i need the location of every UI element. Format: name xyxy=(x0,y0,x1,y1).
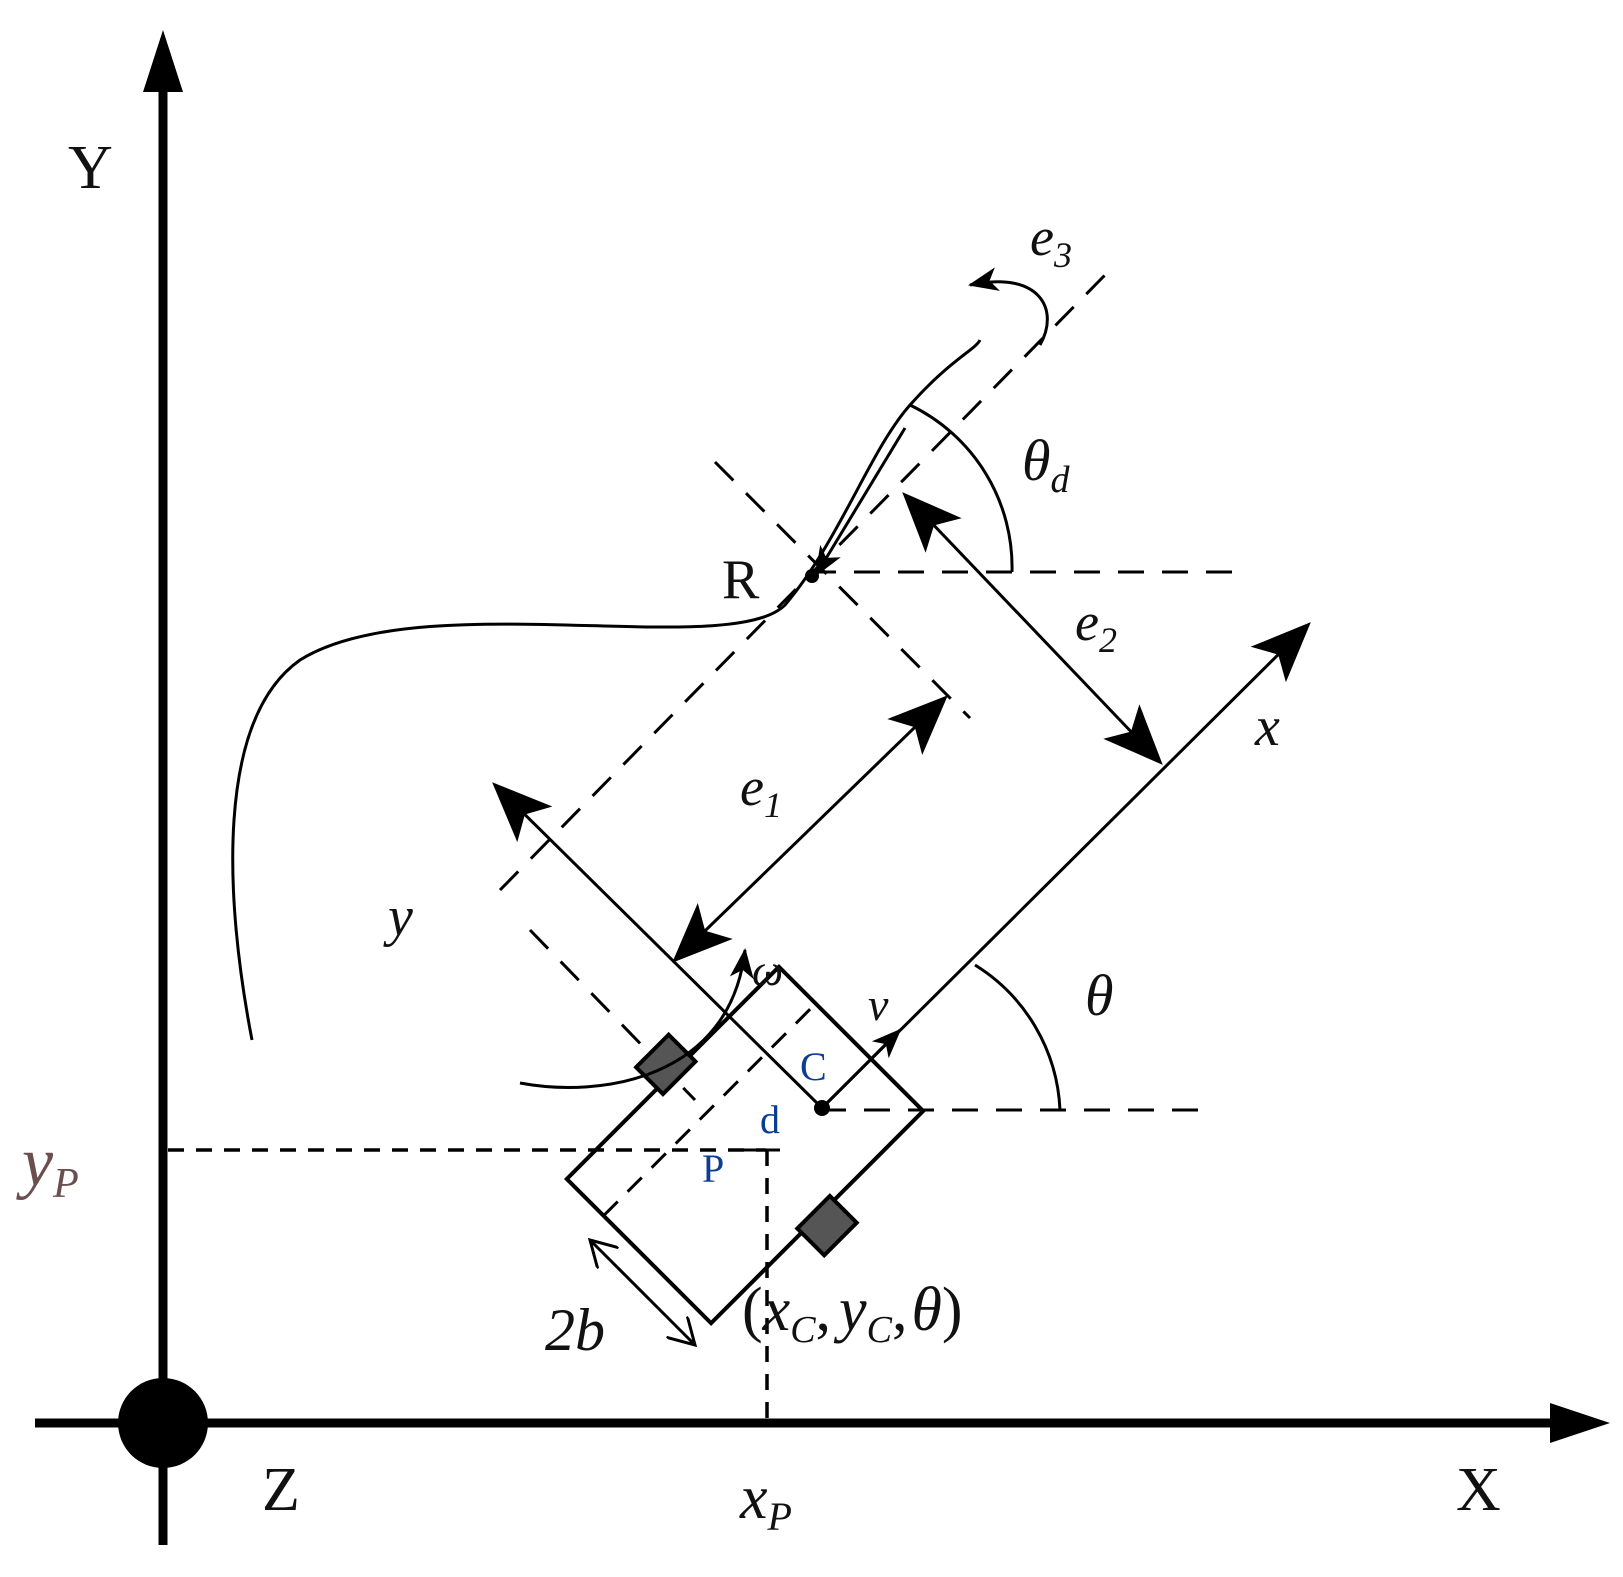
theta-d-label: θd xyxy=(1022,428,1071,501)
robot-centerline xyxy=(602,1002,817,1217)
theta-arc xyxy=(974,963,1062,1111)
v-arrow xyxy=(820,1028,902,1110)
x-axis-label: X xyxy=(1456,1456,1501,1524)
theta-d-arc xyxy=(909,403,1014,573)
e3-label: e3 xyxy=(1030,207,1072,275)
theta-label: θ xyxy=(1085,963,1114,1028)
origin-z-dot xyxy=(118,1378,208,1468)
d-label: d xyxy=(760,1097,780,1142)
tangent-arrow-at-r xyxy=(814,427,907,577)
e1-label: e1 xyxy=(740,757,782,825)
pose-label: (xC,yC,θ) xyxy=(742,1276,963,1351)
omega-label: ω xyxy=(752,946,783,995)
e3-rotation-arrow xyxy=(968,267,1049,346)
width-2b-arrow xyxy=(590,1240,695,1345)
robot-y-label: y xyxy=(383,886,413,948)
point-r-label: R xyxy=(722,549,760,611)
robot-x-label: x xyxy=(1254,696,1280,758)
xp-label: xP xyxy=(739,1464,792,1539)
point-c-label: C xyxy=(800,1044,827,1089)
normal-line-at-r xyxy=(713,460,972,720)
desired-heading-line xyxy=(498,273,1107,892)
e1-arrow xyxy=(672,695,948,963)
left-wheel xyxy=(633,1031,699,1097)
point-p-label: P xyxy=(702,1146,724,1191)
v-label: v xyxy=(868,979,889,1030)
z-axis-label: Z xyxy=(262,1456,300,1524)
x-axis-arrowhead xyxy=(1550,1403,1610,1443)
robot-x-axis xyxy=(820,622,1311,1110)
y-axis-arrowhead xyxy=(143,30,183,92)
right-wheel xyxy=(794,1193,860,1259)
e2-arrow xyxy=(902,492,1163,765)
omega-rotation-arrow xyxy=(519,948,754,1089)
yp-label: yP xyxy=(16,1124,79,1207)
reference-path xyxy=(231,339,982,1041)
width-2b-label: 2b xyxy=(545,1297,605,1363)
robot-body xyxy=(563,963,927,1327)
robot-y-axis xyxy=(492,782,824,1110)
y-axis-label: Y xyxy=(68,134,113,202)
e2-label: e2 xyxy=(1075,592,1117,660)
